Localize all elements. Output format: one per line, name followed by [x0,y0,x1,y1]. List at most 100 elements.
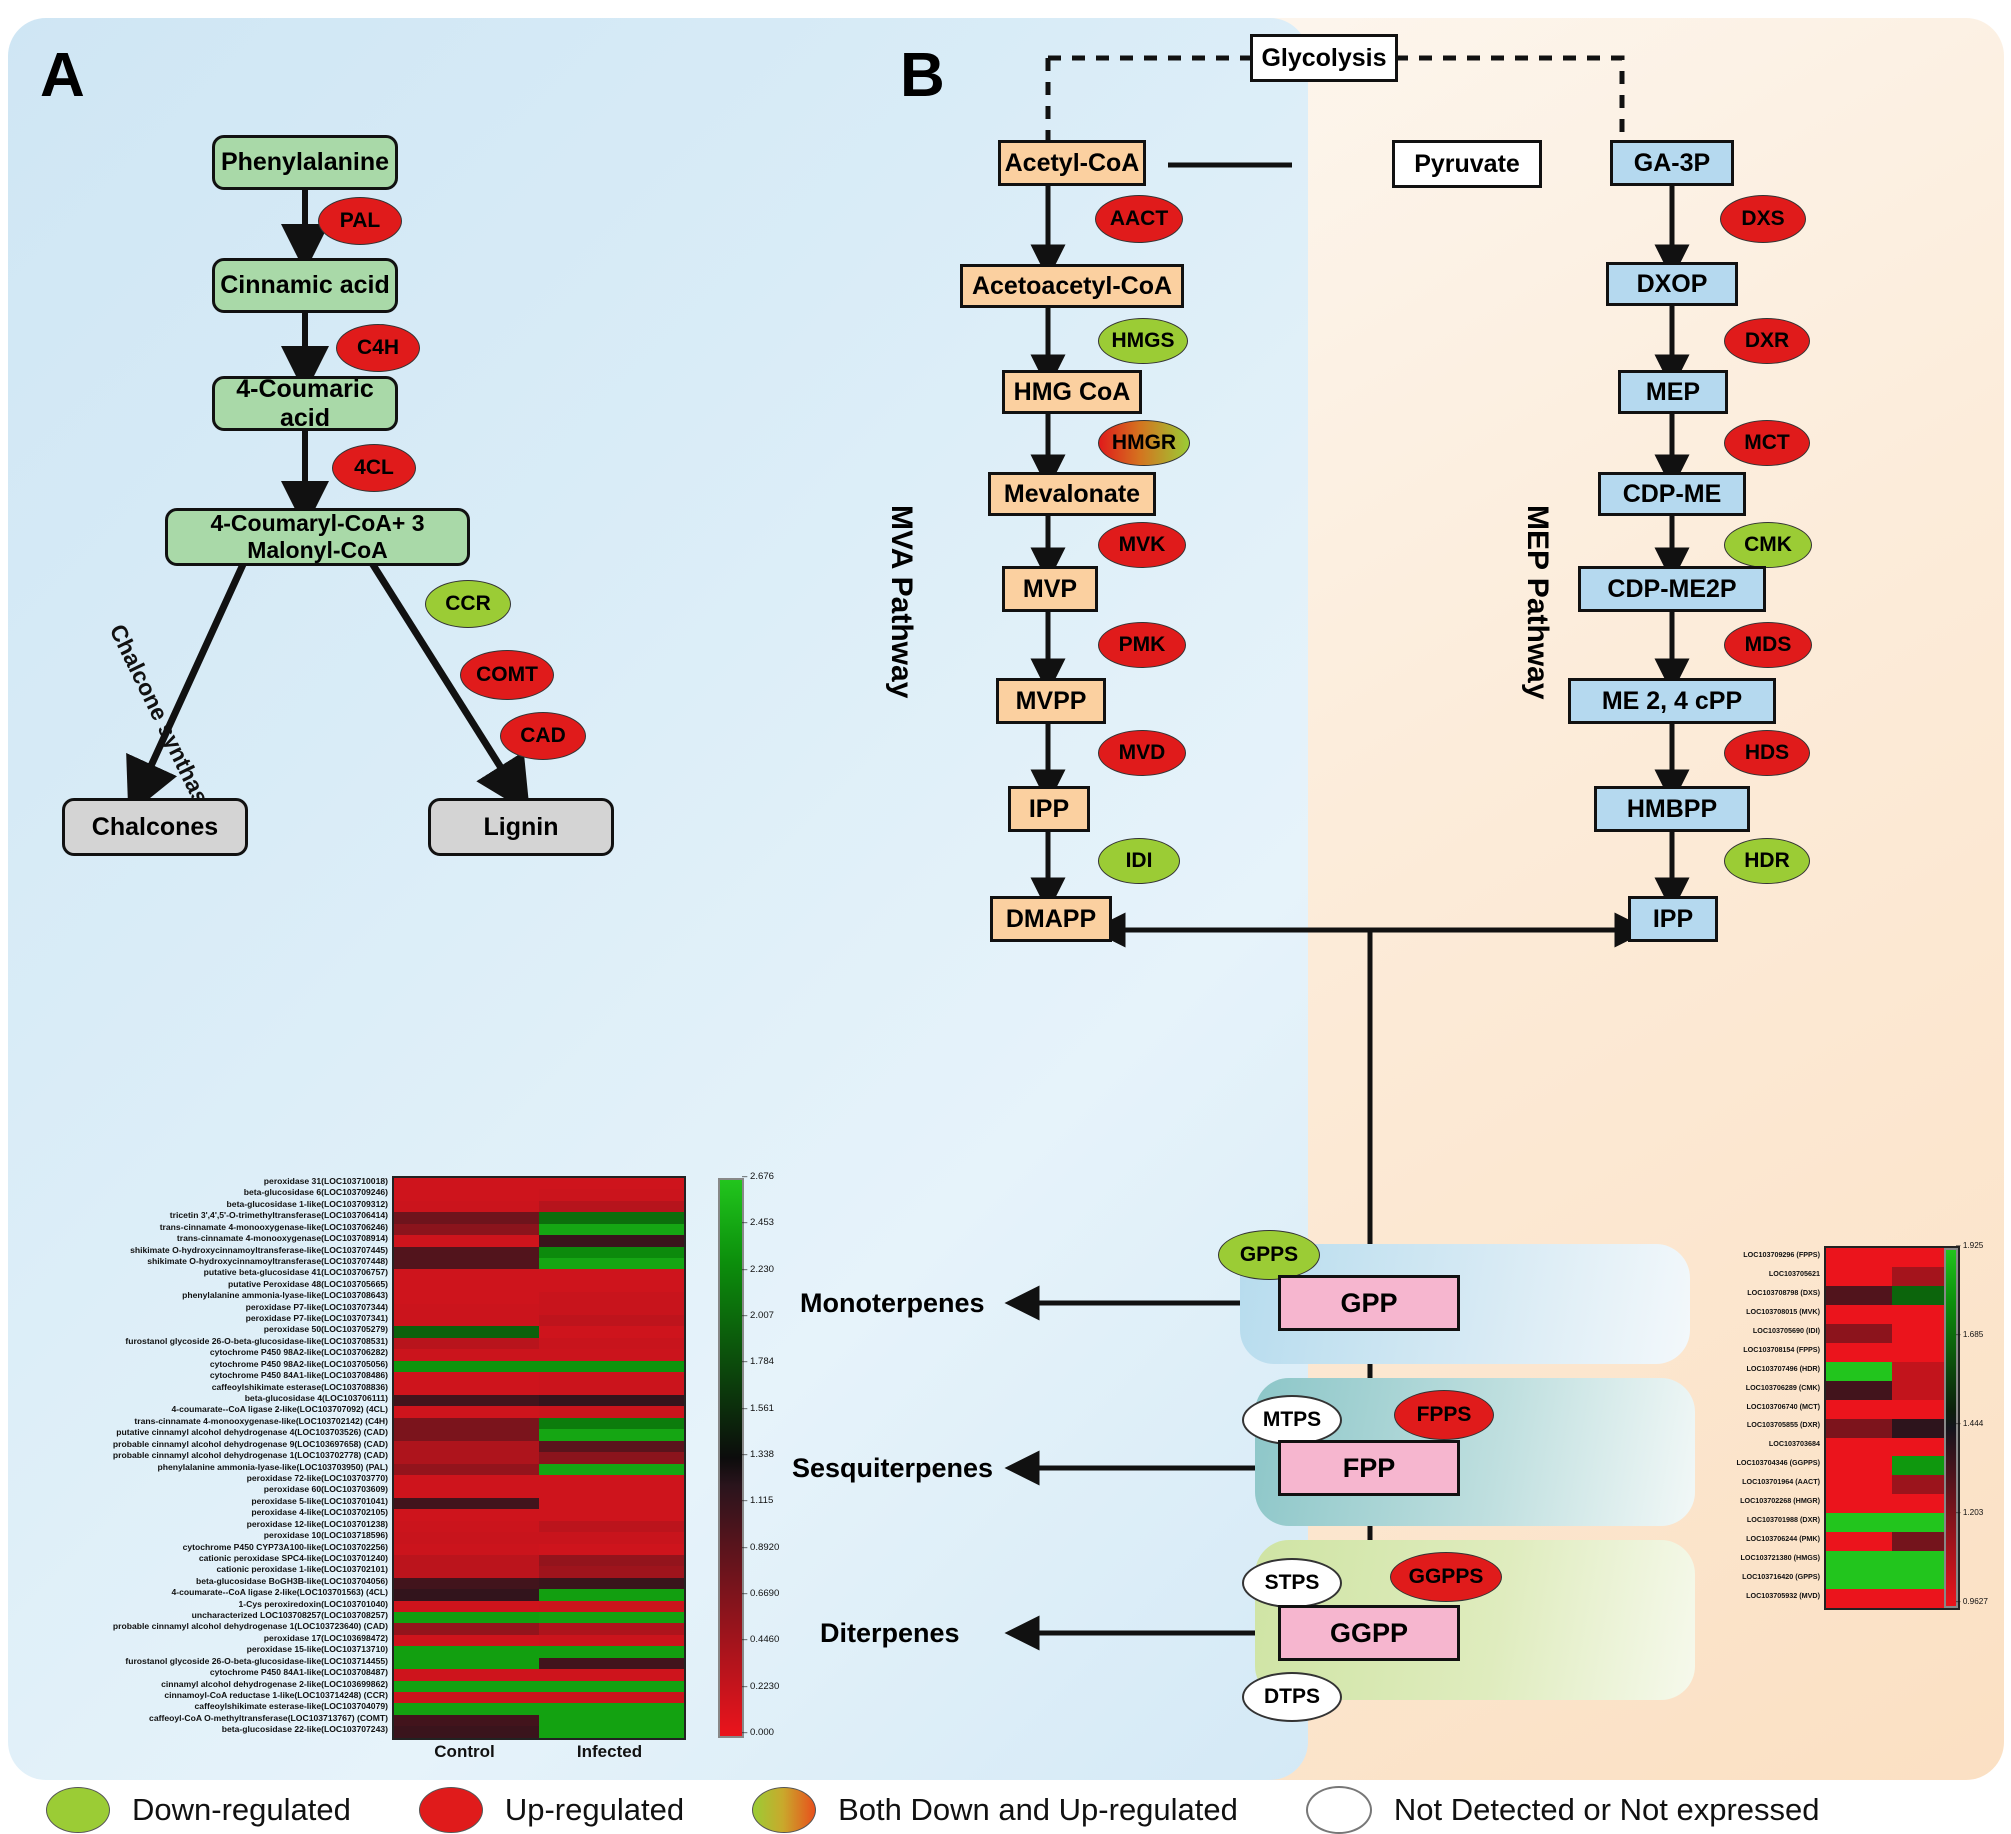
product-sesquiterpenes: Sesquiterpenes [792,1453,994,1483]
heatmap-cell [1826,1285,1892,1305]
node-chalcones: Chalcones [62,798,248,856]
colorbar-tick-label: – 1.561 [742,1402,775,1414]
enzyme-mct[interactable]: MCT [1724,420,1810,466]
heatmap-cell [394,1178,539,1190]
heatmap-cell [539,1600,684,1613]
heatmap-cell [539,1292,684,1304]
heatmap-row [1826,1551,1958,1571]
node-cdp-me2p: CDP-ME2P [1578,566,1766,612]
enzyme-comt[interactable]: COMT [460,650,554,700]
heatmap-row [394,1246,684,1258]
node-dmapp: DMAPP [990,896,1112,942]
heatmap-row [1826,1532,1958,1552]
enzyme-mds[interactable]: MDS [1724,622,1812,668]
heatmap-cell [1892,1342,1958,1362]
heatmap-cell [539,1566,684,1578]
heatmap-row [1826,1475,1958,1495]
enzyme-gpps[interactable]: GPPS [1218,1230,1320,1280]
enzyme-cad[interactable]: CAD [500,712,586,760]
heatmap-row [1826,1342,1958,1362]
enzyme-ccr[interactable]: CCR [425,580,511,628]
heatmap-cell [394,1691,539,1704]
enzyme-aact[interactable]: AACT [1095,195,1183,243]
node-fpp: FPP [1278,1440,1460,1496]
heatmap-row-label: LOC103716420 (GPPS) [1742,1571,1820,1581]
enzyme-dxr[interactable]: DXR [1724,318,1810,364]
heatmap-row [394,1223,684,1236]
heatmap-cell [1892,1248,1958,1267]
heatmap-row [1826,1266,1958,1286]
heatmap-cell [394,1303,539,1316]
legend-label-both: Both Down and Up-regulated [838,1792,1238,1827]
enzyme-mtps[interactable]: MTPS [1242,1395,1342,1445]
enzyme-4cl[interactable]: 4CL [332,444,416,492]
enzyme-pal[interactable]: PAL [318,197,402,245]
enzyme-stps[interactable]: STPS [1242,1558,1342,1608]
heatmap-row-label: cytochrome P450 CYP73A100-like(LOC103702… [182,1541,388,1552]
heatmap-cell [539,1463,684,1475]
heatmap-cell [539,1349,684,1361]
heatmap-cell [539,1452,684,1464]
colorbar-tick-label: – 0.9627 [1956,1597,1988,1606]
heatmap-row [394,1691,684,1704]
heatmap-cell [539,1417,684,1430]
heatmap-cell [394,1680,539,1692]
heatmap-row [394,1395,684,1407]
enzyme-cmk[interactable]: CMK [1724,522,1812,568]
enzyme-c4h[interactable]: C4H [336,324,420,372]
heatmap-cell [1892,1494,1958,1514]
heatmap-row-label: LOC103707496 (HDR) [1746,1363,1820,1373]
heatmap-cell [539,1440,684,1453]
heatmap-cell [1892,1551,1958,1571]
heatmap-row [394,1463,684,1475]
heatmap-cell [539,1623,684,1635]
heatmap-cell [1826,1456,1892,1476]
heatmap-cell [394,1669,539,1681]
enzyme-mvk[interactable]: MVK [1098,522,1186,568]
heatmap-cell [1892,1513,1958,1533]
heatmap-cell [1892,1418,1958,1438]
colorbar-tick-label: – 1.925 [1956,1241,1984,1250]
enzyme-ggpps[interactable]: GGPPS [1390,1552,1502,1602]
heatmap-row-label: 1-Cys peroxiredoxin(LOC103701040) [238,1598,388,1609]
colorbar-tick-label: – 1.444 [1956,1419,1984,1428]
node-4-coumaric-acid: 4-Coumaric acid [212,375,398,432]
heatmap-cell [394,1657,539,1670]
heatmap-row [394,1657,684,1670]
heatmap-cell [539,1554,684,1567]
heatmap-cell [539,1634,684,1647]
heatmap-row [394,1589,684,1601]
heatmap-row-label: furostanol glycoside 26-O-beta-glucosida… [125,1335,388,1346]
heatmap-row [394,1532,684,1544]
heatmap-cell [1892,1570,1958,1590]
enzyme-dtps[interactable]: DTPS [1242,1672,1342,1722]
heatmap-row [394,1509,684,1521]
enzyme-idi[interactable]: IDI [1098,838,1180,884]
node-me-2-4-cpp: ME 2, 4 cPP [1568,678,1776,724]
heatmap-cell [1826,1551,1892,1571]
heatmap-cell [394,1280,539,1293]
enzyme-hds[interactable]: HDS [1724,730,1810,776]
enzyme-fpps[interactable]: FPPS [1394,1390,1494,1440]
heatmap-row-label: peroxidase 72-like(LOC103703770) [246,1472,388,1483]
legend-label-up: Up-regulated [504,1792,685,1827]
heatmap-cell [539,1303,684,1316]
enzyme-mvd[interactable]: MVD [1098,730,1186,776]
heatmap-cell [1892,1285,1958,1305]
heatmap-row-label: phenylalanine ammonia-lyase-like(LOC1037… [157,1461,388,1472]
enzyme-hmgs[interactable]: HMGS [1098,318,1188,364]
heatmap-cell [394,1520,539,1533]
enzyme-pmk[interactable]: PMK [1098,622,1186,668]
heatmap-row-label: trans-cinnamate 4-monooxygenase-like(LOC… [134,1415,388,1426]
heatmap-cell [1892,1361,1958,1381]
enzyme-dxs[interactable]: DXS [1720,195,1806,243]
heatmap-row-label: peroxidase 4-like(LOC103702105) [251,1507,388,1518]
heatmap-cell [1826,1437,1892,1457]
enzyme-hmgr[interactable]: HMGR [1098,420,1190,466]
heatmap-cell [394,1612,539,1624]
node-coumaryl-coa-malonyl-coa: 4-Coumaryl-CoA+ 3 Malonyl-CoA [165,508,470,566]
node-mevalonate: Mevalonate [988,472,1156,516]
heatmap-row [394,1337,684,1350]
heatmap-row-label: cytochrome P450 98A2-like(LOC103706282) [209,1347,388,1358]
enzyme-hdr[interactable]: HDR [1724,838,1810,884]
